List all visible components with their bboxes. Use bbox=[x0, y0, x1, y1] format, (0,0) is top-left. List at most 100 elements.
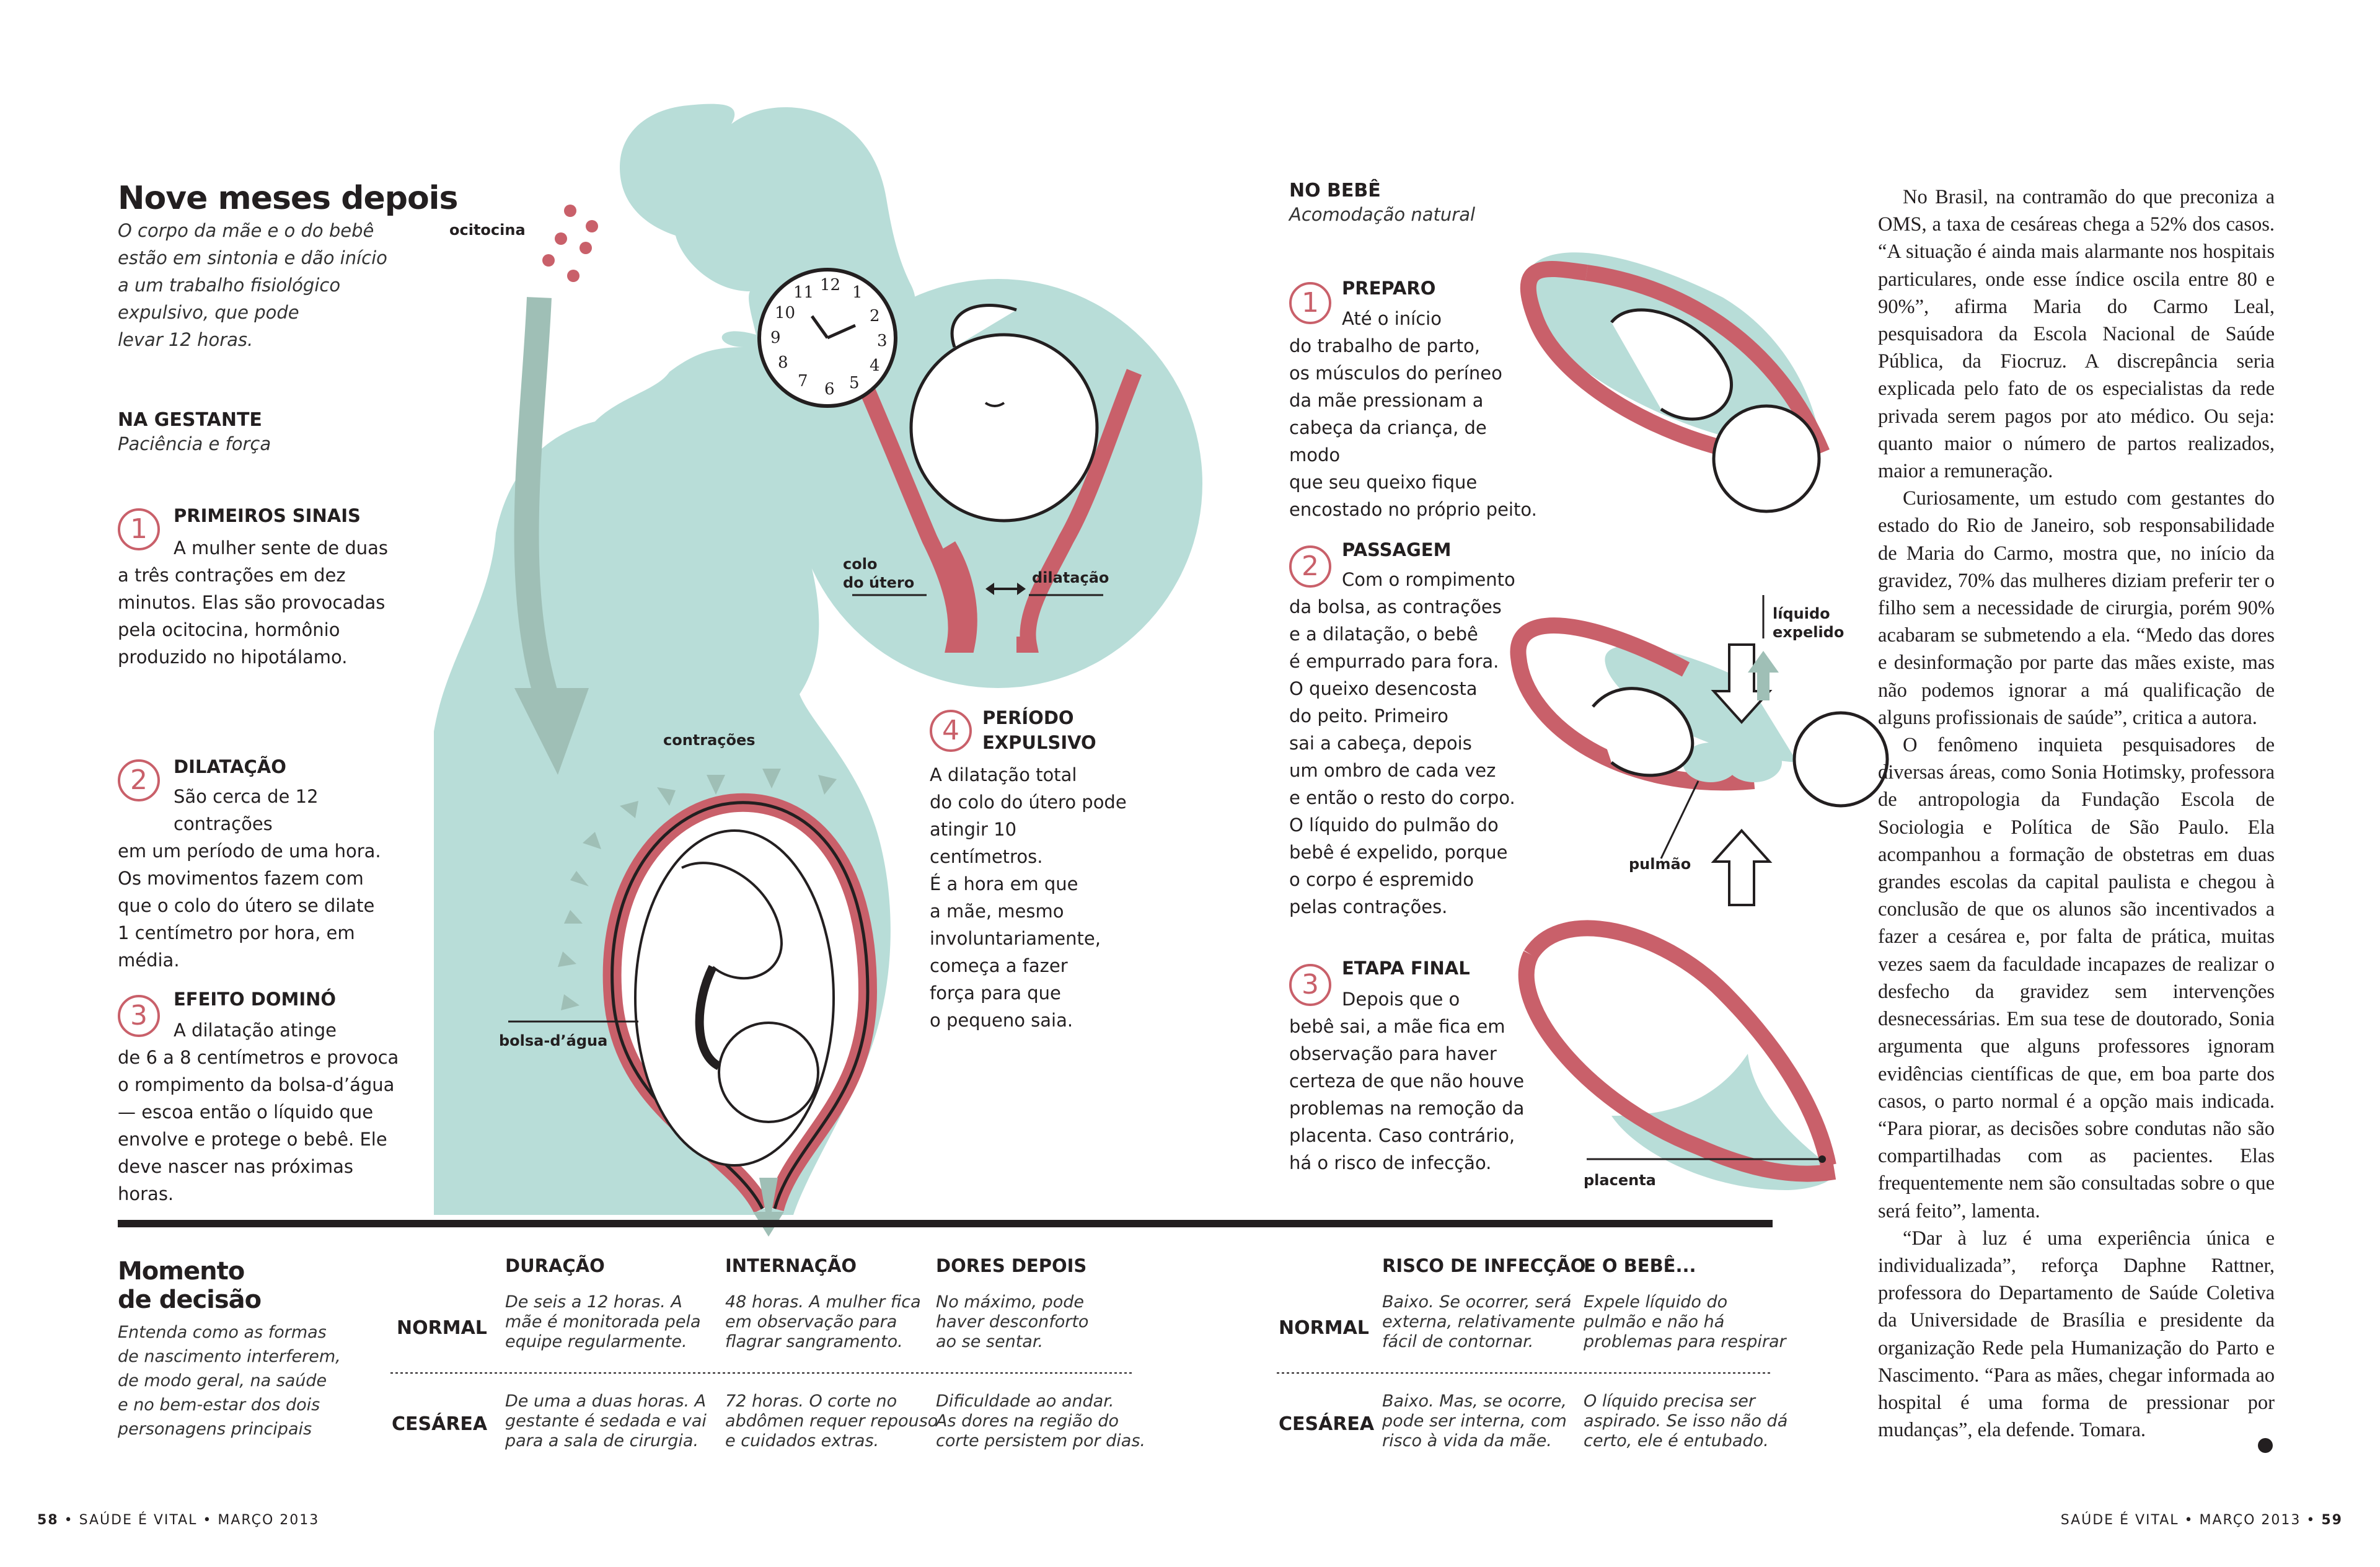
step-number: 2 bbox=[118, 759, 160, 801]
section-divider bbox=[118, 1220, 1773, 1227]
clock-number: 4 bbox=[870, 356, 880, 375]
clock-number: 10 bbox=[775, 304, 796, 322]
step-title-line: EXPULSIVO bbox=[982, 732, 1096, 753]
step-title-line: PERÍODO bbox=[982, 707, 1074, 728]
step-number: 3 bbox=[1289, 964, 1331, 1006]
clock-number: 8 bbox=[778, 353, 788, 372]
step-number: 1 bbox=[1289, 282, 1331, 324]
col-head-internacao: INTERNAÇÃO bbox=[725, 1255, 857, 1276]
clock-face: 12 1 2 3 4 5 6 7 8 9 10 11 bbox=[759, 270, 896, 406]
cell-line: Baixo. Mas, se ocorre, bbox=[1382, 1392, 1567, 1411]
step-line: do trabalho de parto, bbox=[1289, 335, 1480, 356]
step-line: certeza de que não houve bbox=[1289, 1070, 1525, 1092]
step-line: pela ocitocina, hormônio bbox=[118, 619, 340, 640]
step-title: PERÍODO EXPULSIVO bbox=[982, 705, 1096, 755]
cell-risco-cesarea: Baixo. Mas, se ocorre, pode ser interna,… bbox=[1382, 1392, 1567, 1451]
step-line: da mãe pressionam a bbox=[1289, 390, 1484, 411]
end-bullet bbox=[2258, 1438, 2273, 1453]
step-title: PASSAGEM bbox=[1342, 539, 1452, 560]
clock-number: 11 bbox=[793, 283, 814, 302]
desc-line: Entenda como as formas bbox=[118, 1323, 327, 1342]
cell-line: problemas para respirar bbox=[1584, 1332, 1786, 1351]
intro-line: levar 12 horas. bbox=[118, 329, 253, 350]
cell-line: e cuidados extras. bbox=[725, 1431, 879, 1450]
footer-text: SAÚDE É VITAL • MARÇO 2013 bbox=[79, 1512, 320, 1528]
step-line: — escoa então o líquido que bbox=[118, 1101, 374, 1123]
label-line: do útero bbox=[843, 574, 915, 591]
clock-number: 3 bbox=[877, 332, 888, 350]
clock-number: 5 bbox=[849, 374, 860, 392]
step-line: São cerca de 12 contrações bbox=[174, 786, 319, 834]
step-line: do peito. Primeiro bbox=[1289, 705, 1448, 726]
clock-number: 6 bbox=[824, 380, 835, 399]
clock-number: 7 bbox=[798, 372, 808, 391]
step-line: pelas contrações. bbox=[1289, 896, 1448, 917]
step-line: O queixo desencosta bbox=[1289, 678, 1478, 699]
step-number: 2 bbox=[1289, 545, 1331, 588]
cell-line: No máximo, pode bbox=[936, 1292, 1085, 1312]
step-line: o pequeno saia. bbox=[930, 1010, 1073, 1031]
step-line: força para que bbox=[930, 982, 1061, 1004]
cell-line: para a sala de cirurgia. bbox=[505, 1431, 699, 1450]
hormone-dots bbox=[542, 205, 598, 282]
step-line: a mãe, mesmo bbox=[930, 901, 1064, 922]
step-line: há o risco de infecção. bbox=[1289, 1152, 1492, 1173]
intro-line: O corpo da mãe e o do bebê bbox=[118, 220, 374, 241]
step-line: o rompimento da bolsa-d’água bbox=[118, 1074, 395, 1095]
row-label-normal: NORMAL bbox=[1279, 1317, 1369, 1339]
step-line: e a dilatação, o bebê bbox=[1289, 624, 1478, 645]
step-text: A dilatação total do colo do útero pode … bbox=[930, 761, 1134, 1034]
step-line: Depois que o bbox=[1342, 989, 1460, 1010]
cell-line: aspirado. Se isso não dá bbox=[1584, 1411, 1788, 1431]
step-title: DILATAÇÃO bbox=[174, 756, 286, 777]
page-title: Nove meses depois bbox=[118, 180, 458, 217]
page-number: 58 bbox=[37, 1512, 59, 1528]
cell-line: De seis a 12 horas. A bbox=[505, 1292, 682, 1312]
step-line: observação para haver bbox=[1289, 1043, 1497, 1064]
step-line: o corpo é espremido bbox=[1289, 869, 1474, 890]
label-line: expelido bbox=[1773, 624, 1844, 641]
cell-dores-cesarea: Dificuldade ao andar. As dores na região… bbox=[936, 1392, 1145, 1451]
step-title: EFEITO DOMINÓ bbox=[174, 989, 337, 1010]
step-text: Até o início do trabalho de parto, os mú… bbox=[1289, 305, 1537, 523]
step-text: São cerca de 12 contrações em um período… bbox=[118, 783, 409, 974]
section-heading: NA GESTANTE bbox=[118, 409, 262, 431]
step-line: cabeça da criança, de modo bbox=[1289, 417, 1487, 466]
label-pulmao: pulmão bbox=[1629, 855, 1691, 873]
step-line: produzido no hipotálamo. bbox=[118, 647, 348, 668]
step-number: 1 bbox=[118, 508, 160, 550]
step-line: os músculos do períneo bbox=[1289, 363, 1502, 384]
step-text: A dilatação atinge de 6 a 8 centímetros … bbox=[118, 1017, 409, 1207]
cell-line: 72 horas. O corte no bbox=[725, 1392, 897, 1411]
row-label-cesarea: CESÁREA bbox=[392, 1413, 488, 1435]
footer-left: 58 • SAÚDE É VITAL • MARÇO 2013 bbox=[37, 1512, 320, 1528]
step-text: A mulher sente de duas a três contrações… bbox=[118, 534, 403, 671]
uterus-placenta bbox=[1518, 920, 1836, 1190]
clock-number: 9 bbox=[770, 329, 781, 347]
step-line: sai a cabeça, depois bbox=[1289, 733, 1472, 754]
step-title: ETAPA FINAL bbox=[1342, 958, 1470, 979]
step-line: 1 centímetro por hora, em média. bbox=[118, 922, 355, 971]
step-line: placenta. Caso contrário, bbox=[1289, 1125, 1515, 1146]
cell-internacao-cesarea: 72 horas. O corte no abdômen requer repo… bbox=[725, 1392, 938, 1451]
article-body: No Brasil, na contramão do que preconiza… bbox=[1878, 183, 2275, 1444]
cell-line: corte persistem por dias. bbox=[936, 1431, 1145, 1450]
cell-line: De uma a duas horas. A bbox=[505, 1392, 707, 1411]
step-line: começa a fazer bbox=[930, 955, 1068, 976]
intro-line: a um trabalho fisiológico bbox=[118, 275, 341, 296]
article-paragraph: Curiosamente, um estudo com gestantes do… bbox=[1878, 487, 2275, 729]
article-paragraph: No Brasil, na contramão do que preconiza… bbox=[1878, 186, 2275, 483]
step-line: que o colo do útero se dilate bbox=[118, 895, 375, 916]
desc-line: personagens principais bbox=[118, 1419, 312, 1439]
cell-line: fácil de contornar. bbox=[1382, 1332, 1534, 1351]
cell-line: em observação para bbox=[725, 1312, 897, 1331]
section-subheading: Acomodação natural bbox=[1289, 204, 1476, 225]
step-line: do colo do útero pode bbox=[930, 792, 1127, 813]
label-line: colo bbox=[843, 555, 878, 573]
col-head-risco: RISCO DE INFECÇÃO bbox=[1382, 1255, 1586, 1276]
intro-line: estão em sintonia e dão início bbox=[118, 247, 387, 268]
label-dilatacao: dilatação bbox=[1032, 569, 1109, 586]
cell-line: equipe regularmente. bbox=[505, 1332, 687, 1351]
cell-line: ao se sentar. bbox=[936, 1332, 1044, 1351]
